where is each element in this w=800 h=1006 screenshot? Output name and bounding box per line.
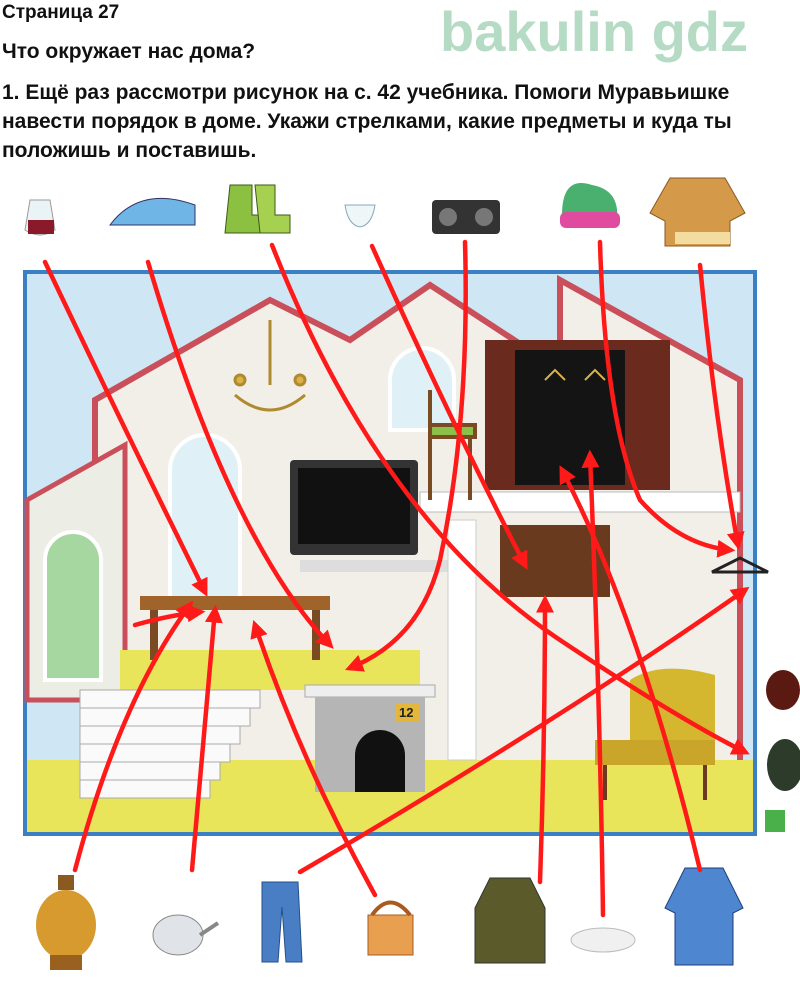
arrow-hat-to-wardrobe bbox=[597, 239, 736, 558]
window-top bbox=[388, 346, 456, 432]
arrow-jug-to-table bbox=[42, 259, 208, 597]
arrow-samovar-to-table bbox=[72, 600, 194, 873]
fireplace-number: 12 bbox=[399, 705, 413, 720]
window-left bbox=[43, 530, 103, 682]
arrow-radio-to-shelf bbox=[344, 239, 468, 672]
arrow-iron-to-shelf bbox=[145, 259, 334, 649]
chandelier-icon bbox=[233, 320, 307, 412]
arrow-teapot-to-table bbox=[189, 604, 223, 873]
coat-icon[interactable] bbox=[474, 877, 546, 964]
arrow-robe-to-wardrobe bbox=[559, 465, 703, 873]
arrow-furcoat-to-hanger bbox=[697, 262, 745, 551]
task-body: Ещё раз рассмотри рисунок на с. 42 учебн… bbox=[2, 81, 732, 162]
arrow-kettle-to-table bbox=[250, 619, 378, 898]
task-number: 1. bbox=[2, 81, 20, 104]
teapot-icon[interactable] bbox=[152, 914, 220, 956]
chair-upstairs-icon bbox=[428, 390, 477, 500]
arrow-plate-to-wardrobe bbox=[581, 449, 606, 918]
arrow-boots-to-floor bbox=[269, 242, 750, 755]
boots-icon[interactable] bbox=[224, 184, 291, 234]
hanger-icon bbox=[711, 556, 769, 574]
page-label: Страница 27 bbox=[2, 2, 120, 23]
page-heading: Что окружает нас дома? bbox=[2, 40, 256, 63]
fur-coat-icon[interactable] bbox=[649, 177, 746, 247]
cup-icon[interactable] bbox=[344, 204, 376, 228]
jug-icon[interactable] bbox=[24, 199, 56, 236]
watermark: bakulin gdz bbox=[440, 0, 748, 63]
ant-character-icon bbox=[765, 670, 800, 832]
answer-arrows bbox=[42, 239, 750, 918]
radio-icon[interactable] bbox=[432, 200, 500, 234]
arrow-cup-to-cabinet bbox=[369, 243, 528, 570]
plate-icon[interactable] bbox=[570, 927, 636, 953]
arrow-trousers-to-hanger bbox=[297, 586, 750, 875]
iron-icon[interactable] bbox=[108, 197, 196, 226]
window-arch bbox=[168, 433, 242, 602]
task-text: 1. Ещё раз рассмотри рисунок на с. 42 уч… bbox=[2, 78, 792, 165]
trousers-icon[interactable] bbox=[261, 881, 303, 963]
kettle-icon[interactable] bbox=[367, 900, 414, 956]
samovar-icon[interactable] bbox=[36, 875, 96, 970]
wardrobe-icon bbox=[485, 340, 670, 490]
hat-icon[interactable] bbox=[560, 183, 620, 228]
robe-icon[interactable] bbox=[664, 867, 744, 966]
fireplace: 12 bbox=[304, 684, 436, 792]
tv-icon bbox=[290, 460, 450, 572]
arrow-coat-to-cabinet bbox=[535, 594, 554, 885]
arrow-table-left bbox=[132, 604, 206, 628]
house-scene: 12 bbox=[23, 270, 769, 836]
